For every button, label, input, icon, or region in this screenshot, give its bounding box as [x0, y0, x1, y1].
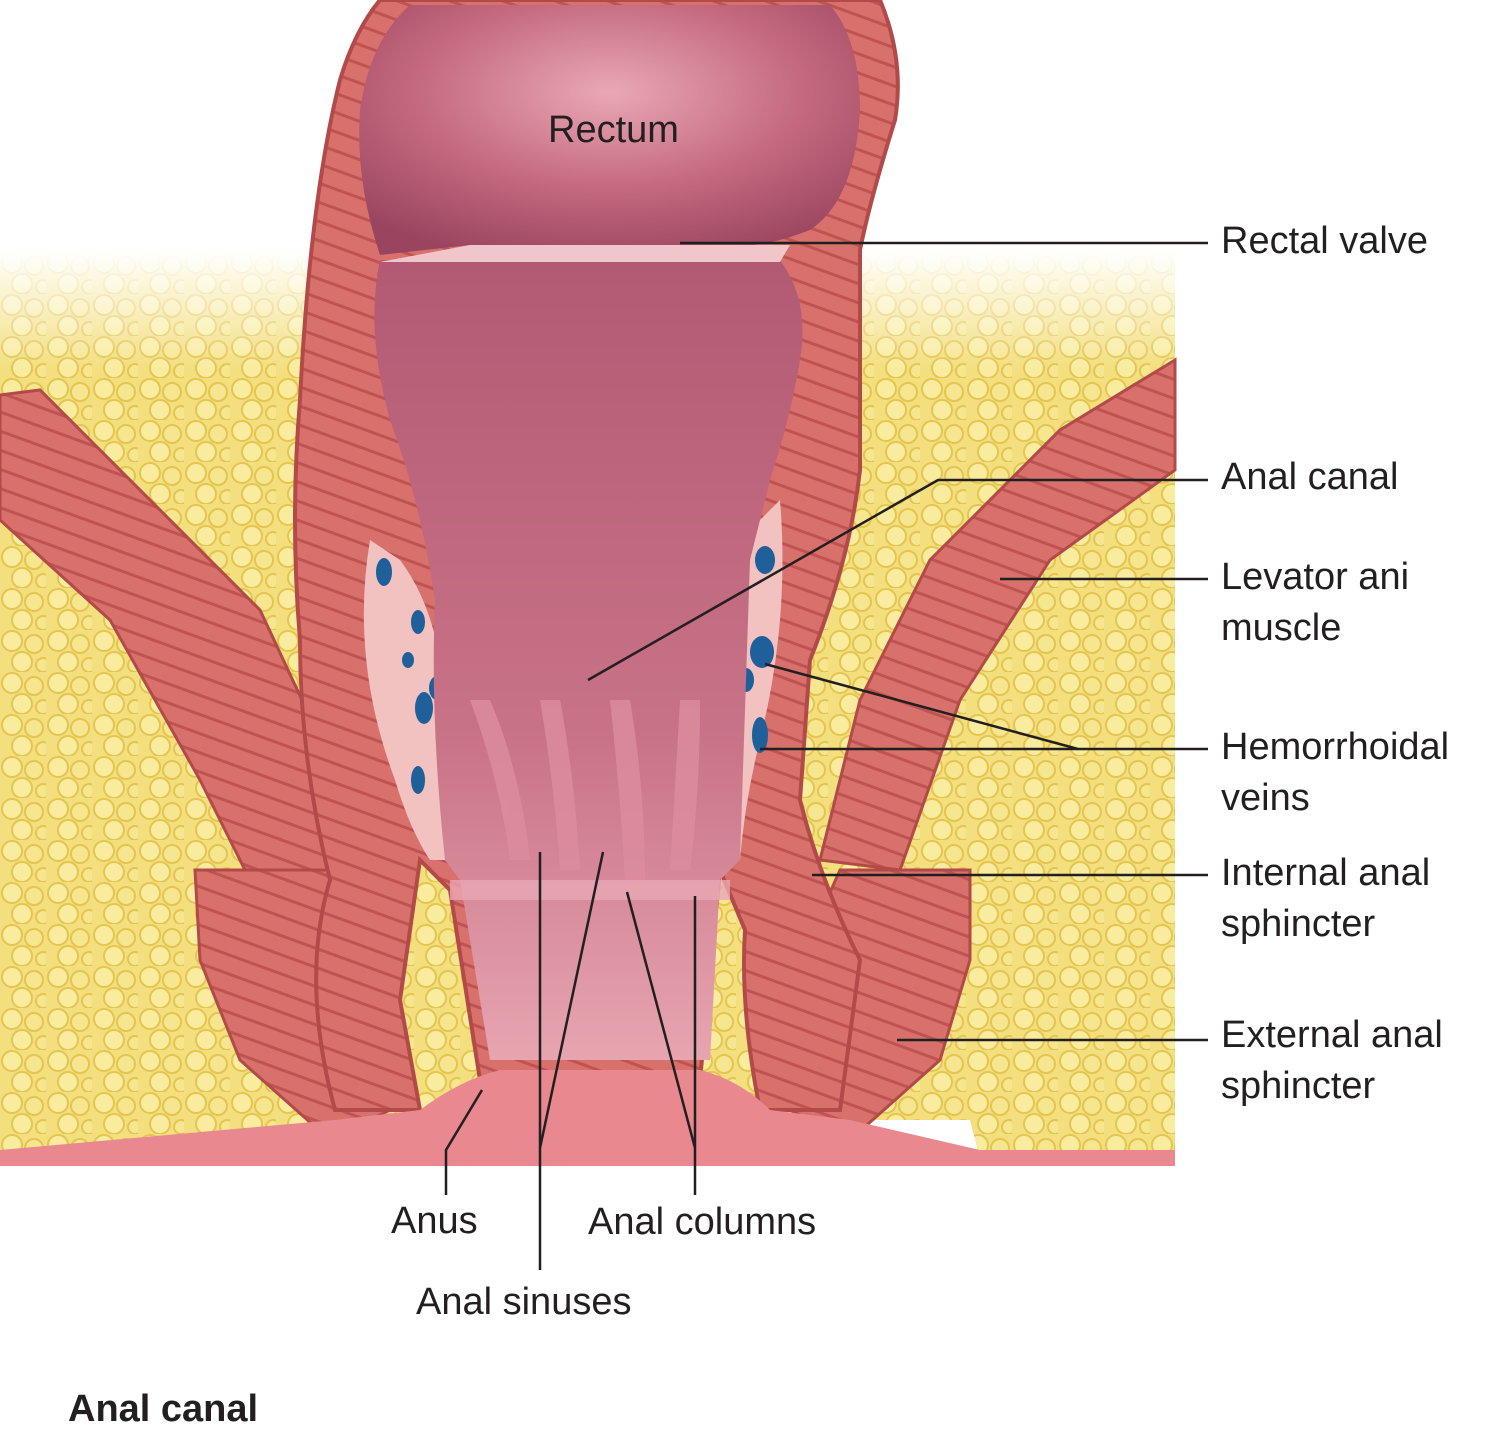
leader-anus — [444, 1089, 484, 1195]
figure-caption: Anal canal — [68, 1388, 259, 1430]
label-anus: Anus — [391, 1200, 478, 1242]
label-anal-canal: Anal canal — [1221, 456, 1399, 498]
leader-lines — [444, 241, 1208, 1270]
label-rectal-valve: Rectal valve — [1221, 220, 1428, 262]
perianal-skin — [0, 1070, 1175, 1166]
label-anal-sinuses: Anal sinuses — [416, 1281, 632, 1323]
pectinate-line — [450, 880, 730, 900]
leader-vein-upper — [764, 662, 1079, 751]
leader-sinus-b — [538, 851, 605, 1149]
rectum-lumen — [359, 5, 860, 1060]
leader-anal-canal — [587, 478, 1208, 682]
leader-column-a — [625, 891, 697, 1149]
label-anal-columns: Anal columns — [588, 1201, 817, 1243]
label-rectum: Rectum — [548, 109, 679, 151]
anal-columns-shape — [470, 700, 700, 880]
